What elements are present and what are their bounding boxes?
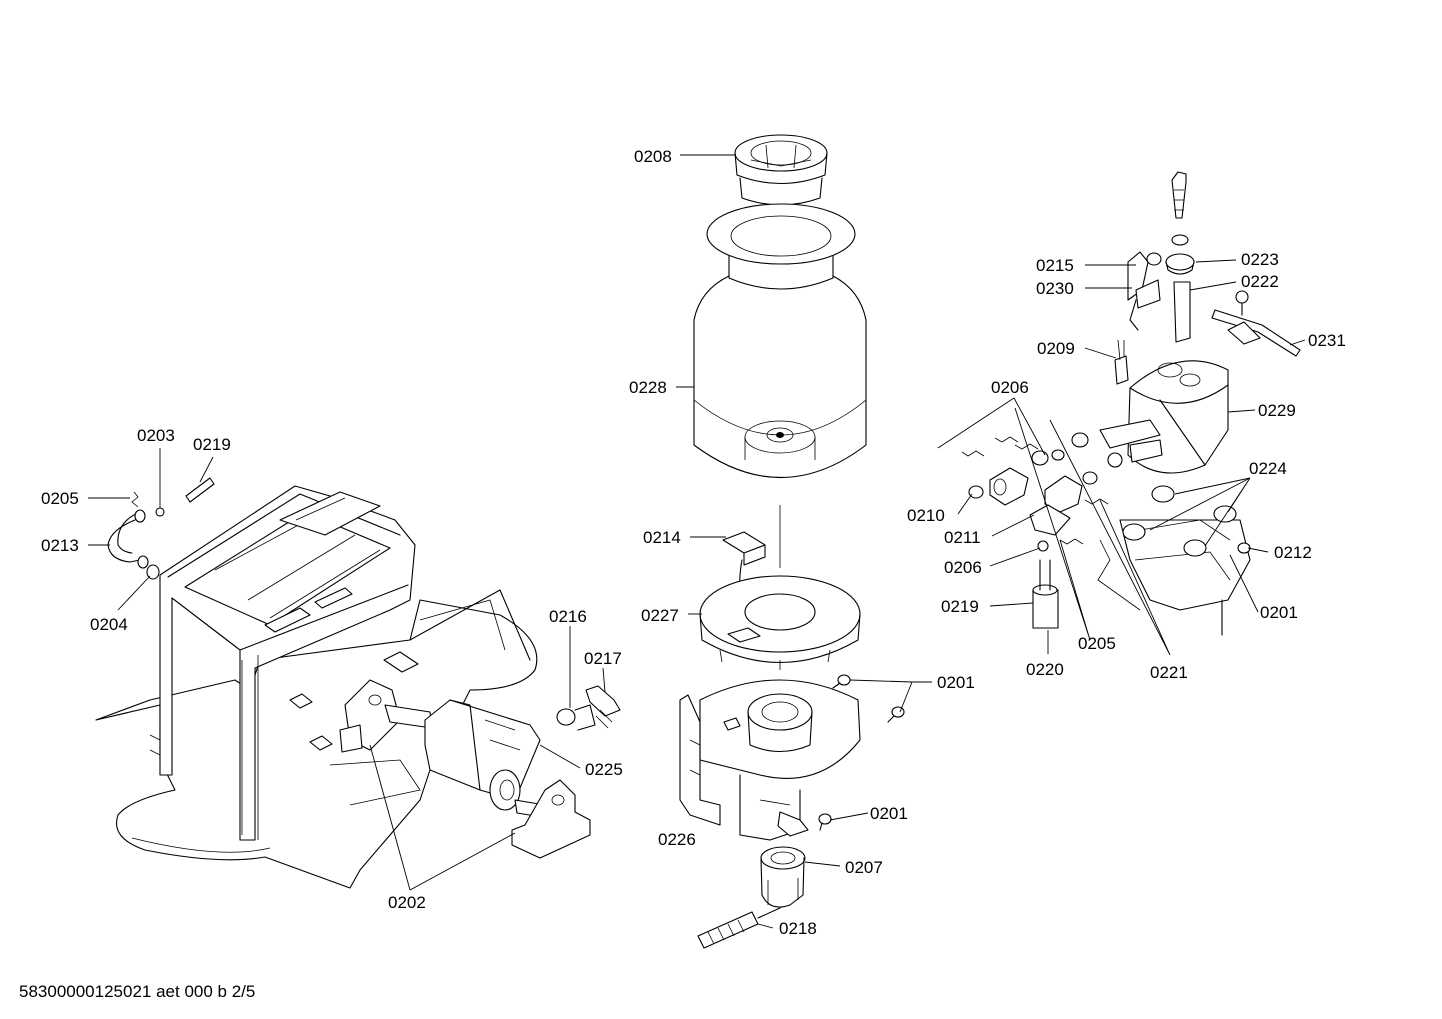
label-0216: 0216 [549,607,587,626]
label-0224: 0224 [1249,459,1287,478]
label-0206-a: 0206 [991,378,1029,397]
label-0223: 0223 [1241,250,1279,269]
leader-lines [88,154,1306,929]
label-0231: 0231 [1308,331,1346,350]
part-pump [339,679,591,859]
label-0204: 0204 [90,615,128,634]
label-0217: 0217 [584,649,622,668]
label-0228: 0228 [629,378,667,397]
label-0222: 0222 [1241,272,1279,291]
label-0225: 0225 [585,760,623,779]
label-0219-a: 0219 [193,435,231,454]
part-0227-ring [699,575,861,670]
label-0221: 0221 [1150,663,1188,682]
label-0226: 0226 [658,830,696,849]
label-0206-b: 0206 [944,558,982,577]
label-0212: 0212 [1274,543,1312,562]
label-0202: 0202 [388,893,426,912]
part-0216-0225-sensor [556,685,621,731]
label-0214: 0214 [643,528,681,547]
label-0227: 0227 [641,606,679,625]
part-0213-hose [107,477,215,580]
label-0219-b: 0219 [941,597,979,616]
label-0215: 0215 [1036,256,1074,275]
part-0207-chute [760,846,806,908]
label-0229: 0229 [1258,401,1296,420]
label-0201-a: 0201 [937,673,975,692]
label-0205-a: 0205 [41,489,79,508]
frame-box [149,485,531,841]
label-0211: 0211 [944,528,981,547]
part-labels: 0208 0228 0214 0227 0201 0201 0226 0207 … [41,147,1346,938]
part-0226-base [679,679,861,841]
label-0208: 0208 [634,147,672,166]
grinder-assembly [679,134,905,949]
label-0207: 0207 [845,858,883,877]
label-0201-b: 0201 [870,804,908,823]
label-0201-c: 0201 [1260,603,1298,622]
part-0212-base [1119,519,1251,611]
heater-assembly [961,171,1301,636]
label-0213: 0213 [41,536,79,555]
label-0209: 0209 [1037,339,1075,358]
label-0210: 0210 [907,506,945,525]
part-0218-brush [697,907,781,949]
label-0230: 0230 [1036,279,1074,298]
label-0220: 0220 [1026,660,1064,679]
frame-pump-assembly [95,477,621,889]
label-0205-b: 0205 [1078,634,1116,653]
label-0203: 0203 [137,426,175,445]
part-0208-lid [734,134,828,206]
drawing-reference-footer: 58300000125021 aet 000 b 2/5 [19,982,255,1001]
label-0218: 0218 [779,919,817,938]
part-0228-hopper [693,203,867,478]
